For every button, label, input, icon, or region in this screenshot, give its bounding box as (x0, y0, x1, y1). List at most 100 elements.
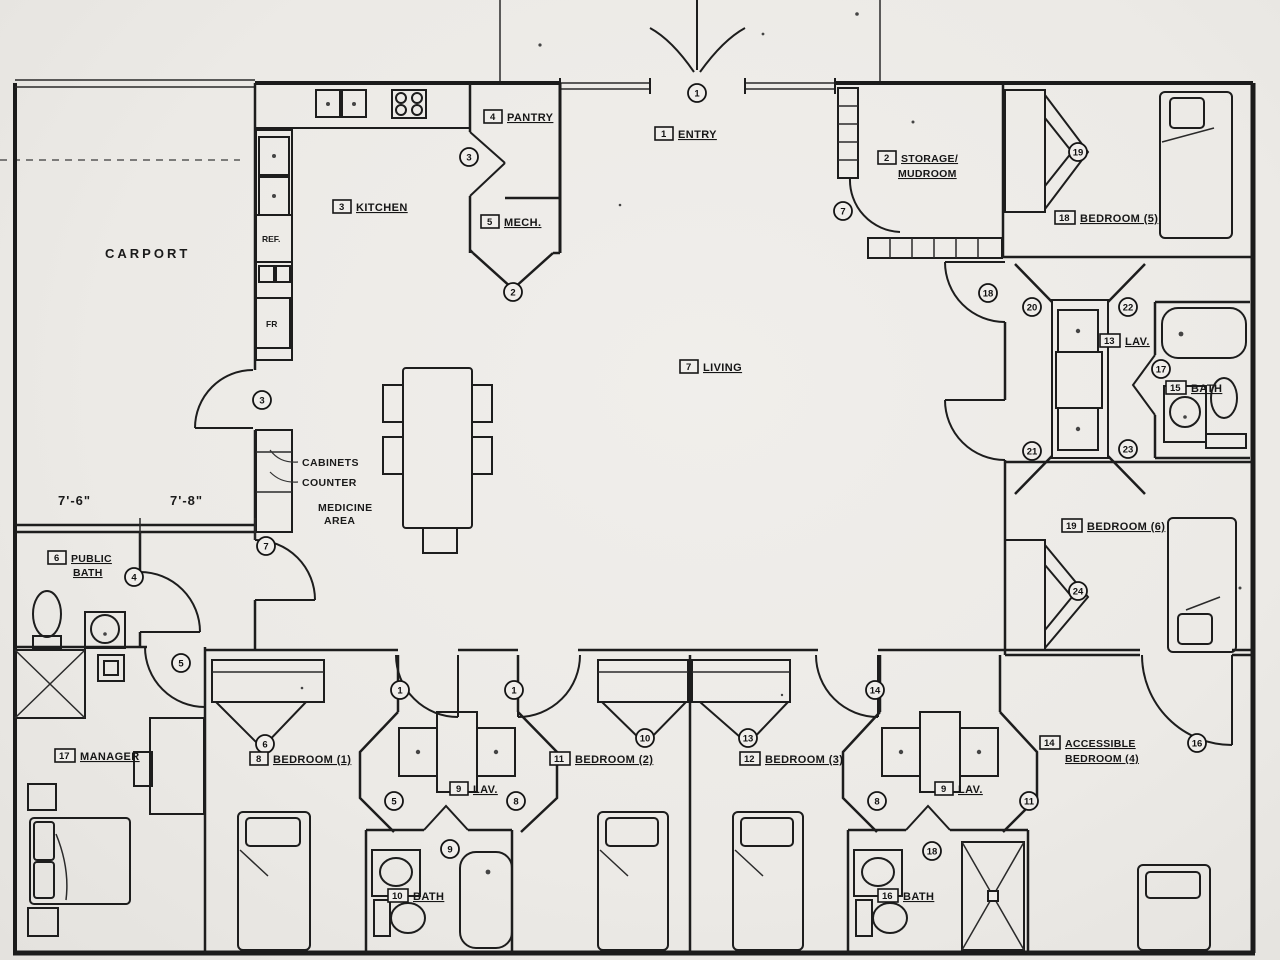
door-tags: 1 3 2 7 19 3 18 20 22 17 21 23 24 4 5 6 … (124, 83, 1207, 861)
svg-text:14: 14 (1044, 738, 1055, 749)
storage-mudroom (837, 83, 1005, 259)
label-bedroom3: 12 BEDROOM (3) (739, 751, 843, 766)
svg-text:13: 13 (1104, 336, 1115, 347)
svg-text:17: 17 (1156, 365, 1167, 376)
svg-text:4: 4 (131, 573, 137, 584)
svg-text:3: 3 (339, 202, 344, 213)
svg-text:STORAGE/: STORAGE/ (901, 153, 958, 165)
svg-text:LAV.: LAV. (473, 784, 498, 796)
svg-text:12: 12 (744, 754, 755, 765)
svg-text:BEDROOM (4): BEDROOM (4) (1065, 753, 1139, 765)
svg-text:10: 10 (640, 734, 651, 745)
svg-text:3: 3 (466, 153, 471, 164)
svg-text:5: 5 (178, 659, 184, 670)
svg-text:MANAGER: MANAGER (80, 751, 140, 763)
svg-text:15: 15 (1170, 383, 1181, 394)
bedroom2 (597, 655, 692, 953)
svg-text:7: 7 (263, 542, 268, 553)
label-bath-a: 10 BATH (387, 888, 444, 903)
label-lav-b: 9 LAV. (934, 781, 983, 796)
bedroom6 (1004, 517, 1253, 657)
svg-text:BEDROOM (3): BEDROOM (3) (765, 754, 843, 766)
accessible-bedroom4 (1137, 864, 1211, 951)
outer-walls (13, 79, 1256, 956)
svg-text:BATH: BATH (413, 891, 444, 903)
svg-text:13: 13 (743, 734, 754, 745)
svg-text:24: 24 (1073, 587, 1084, 598)
svg-text:1: 1 (694, 89, 700, 100)
svg-text:10: 10 (392, 891, 403, 902)
svg-text:1: 1 (661, 129, 667, 140)
svg-text:ACCESSIBLE: ACCESSIBLE (1065, 738, 1136, 750)
dimension-right: 7'-8" (170, 493, 203, 508)
entry-doors (649, 0, 746, 73)
kitchen-wing (194, 83, 470, 533)
svg-text:19: 19 (1073, 148, 1084, 159)
refrigerator-label: REF. (262, 234, 280, 244)
svg-text:4: 4 (490, 112, 496, 123)
lav-bath-pod-b (841, 655, 1039, 953)
scan-artifacts (0, 0, 1242, 697)
svg-text:23: 23 (1123, 445, 1134, 456)
svg-text:11: 11 (554, 754, 565, 765)
svg-text:1: 1 (511, 686, 517, 697)
svg-text:8: 8 (874, 797, 879, 808)
label-public-bath: 6 PUBLIC BATH (47, 550, 112, 579)
svg-text:7: 7 (840, 207, 845, 218)
svg-text:BEDROOM (2): BEDROOM (2) (575, 754, 653, 766)
label-entry: 1 ENTRY (654, 126, 717, 141)
svg-text:8: 8 (513, 797, 518, 808)
svg-text:9: 9 (447, 845, 452, 856)
svg-text:9: 9 (941, 784, 946, 795)
svg-text:16: 16 (882, 891, 893, 902)
medicine-area-label-1: MEDICINE (318, 502, 373, 514)
svg-text:6: 6 (54, 553, 59, 564)
svg-text:8: 8 (256, 754, 261, 765)
windows (559, 78, 836, 94)
label-pantry: 4 PANTRY (483, 109, 554, 124)
svg-text:16: 16 (1192, 739, 1203, 750)
svg-text:2: 2 (510, 288, 515, 299)
pantry-mech (468, 83, 562, 290)
svg-text:2: 2 (884, 153, 889, 164)
svg-text:18: 18 (1059, 213, 1070, 224)
counter-label: COUNTER (302, 477, 357, 489)
freezer-label: FR (266, 319, 277, 329)
left-hall (15, 518, 316, 708)
svg-text:LAV.: LAV. (958, 784, 983, 796)
svg-text:14: 14 (870, 686, 881, 697)
svg-text:3: 3 (259, 396, 264, 407)
bedroom5 (1003, 89, 1253, 259)
svg-text:11: 11 (1024, 797, 1035, 808)
label-accessible-bedroom4: 14 ACCESSIBLE BEDROOM (4) (1039, 735, 1139, 765)
svg-text:PUBLIC: PUBLIC (71, 553, 112, 565)
svg-text:18: 18 (983, 289, 994, 300)
svg-text:BATH: BATH (73, 567, 103, 579)
svg-text:18: 18 (927, 847, 938, 858)
label-bedroom2: 11 BEDROOM (2) (549, 751, 653, 766)
lav-bath-pod-a (358, 655, 559, 953)
cabinets-label: CABINETS (302, 457, 359, 469)
svg-text:ENTRY: ENTRY (678, 129, 717, 141)
svg-text:1: 1 (397, 686, 403, 697)
svg-text:PANTRY: PANTRY (507, 112, 554, 124)
bedroom3 (691, 659, 804, 951)
dining-table (382, 367, 493, 554)
svg-text:19: 19 (1066, 521, 1077, 532)
svg-text:6: 6 (262, 740, 267, 751)
bedroom1 (211, 659, 325, 951)
svg-text:22: 22 (1123, 303, 1134, 314)
